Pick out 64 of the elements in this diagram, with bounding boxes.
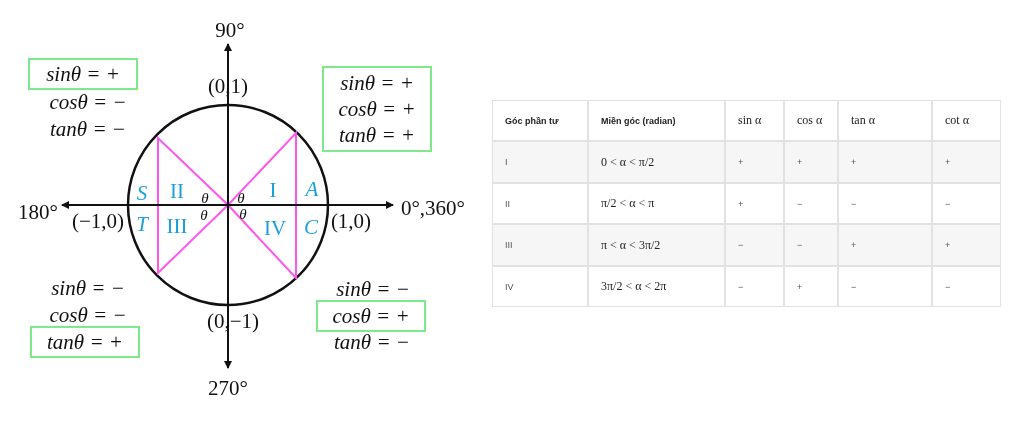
header-cell: cot α (932, 100, 1001, 141)
table-cell: + (932, 224, 1001, 266)
quadrant-label: IV (263, 217, 287, 239)
table-cell: I (492, 141, 588, 183)
header-cell: tan α (838, 100, 932, 141)
table-cell: + (725, 141, 784, 183)
table-cell: − (838, 183, 932, 224)
formula-text: cosθ = + (332, 303, 410, 329)
table-cell: π/2 < α < π (588, 183, 725, 224)
formula-text: cosθ = + (338, 96, 416, 122)
table-cell: + (932, 141, 1001, 183)
angle-label: θ (239, 206, 247, 222)
header-cell: cos α (784, 100, 838, 141)
formula-text: sinθ = + (46, 61, 120, 87)
table-cell: − (784, 183, 838, 224)
quadrant-letter: S (136, 182, 148, 204)
formula-text: cosθ = − (49, 304, 127, 326)
table-cell: π < α < 3π/2 (588, 224, 725, 266)
highlight-box (322, 66, 432, 152)
table-cell: − (784, 224, 838, 266)
header-cell: Miền góc (radian) (588, 100, 725, 141)
table-cell: + (784, 266, 838, 307)
axis-label: 180° (18, 201, 58, 223)
table-cell: 0 < α < π/2 (588, 141, 725, 183)
angle-label: θ (201, 190, 209, 206)
table-cell: + (838, 141, 932, 183)
table-cell: + (725, 183, 784, 224)
formula-text: sinθ = − (51, 277, 125, 299)
table-cell: II (492, 183, 588, 224)
header-cell: Góc phần tư (492, 100, 588, 141)
formula-text: tanθ = − (334, 331, 410, 353)
quadrant-label: II (170, 180, 184, 202)
table-cell: IV (492, 266, 588, 307)
quadrant-letter: A (305, 178, 319, 200)
table-cell: + (784, 141, 838, 183)
highlight-box (316, 300, 426, 332)
formula-text: tanθ = − (50, 118, 126, 140)
header-cell: sin α (725, 100, 784, 141)
formula-text: tanθ = + (47, 329, 123, 355)
formula-text: sinθ = + (340, 70, 414, 96)
table-cell: + (838, 224, 932, 266)
quadrant-label: I (269, 179, 277, 201)
highlight-box (28, 58, 138, 90)
table-cell: − (725, 266, 784, 307)
table-cell: − (932, 183, 1001, 224)
formula-text: tanθ = + (339, 122, 415, 148)
quadrant-letter: C (304, 216, 318, 238)
axis-label: (−1,0) (71, 210, 125, 232)
axis-label: 270° (208, 377, 248, 399)
table-cell: − (932, 266, 1001, 307)
quadrant-label: III (166, 215, 188, 237)
formula-text: cosθ = − (49, 91, 127, 113)
axis-label: (1,0) (330, 210, 372, 232)
table-cell: − (838, 266, 932, 307)
axis-label: 90° (215, 19, 245, 41)
table-cell: 3π/2 < α < 2π (588, 266, 725, 307)
angle-label: θ (200, 207, 208, 223)
highlight-box (30, 326, 140, 358)
angle-label: θ (237, 190, 245, 206)
axis-label: 0°,360° (401, 197, 465, 219)
table-cell: III (492, 224, 588, 266)
table-cell: − (725, 224, 784, 266)
quadrant-letter: T (136, 213, 148, 235)
formula-text: sinθ = − (336, 278, 410, 300)
